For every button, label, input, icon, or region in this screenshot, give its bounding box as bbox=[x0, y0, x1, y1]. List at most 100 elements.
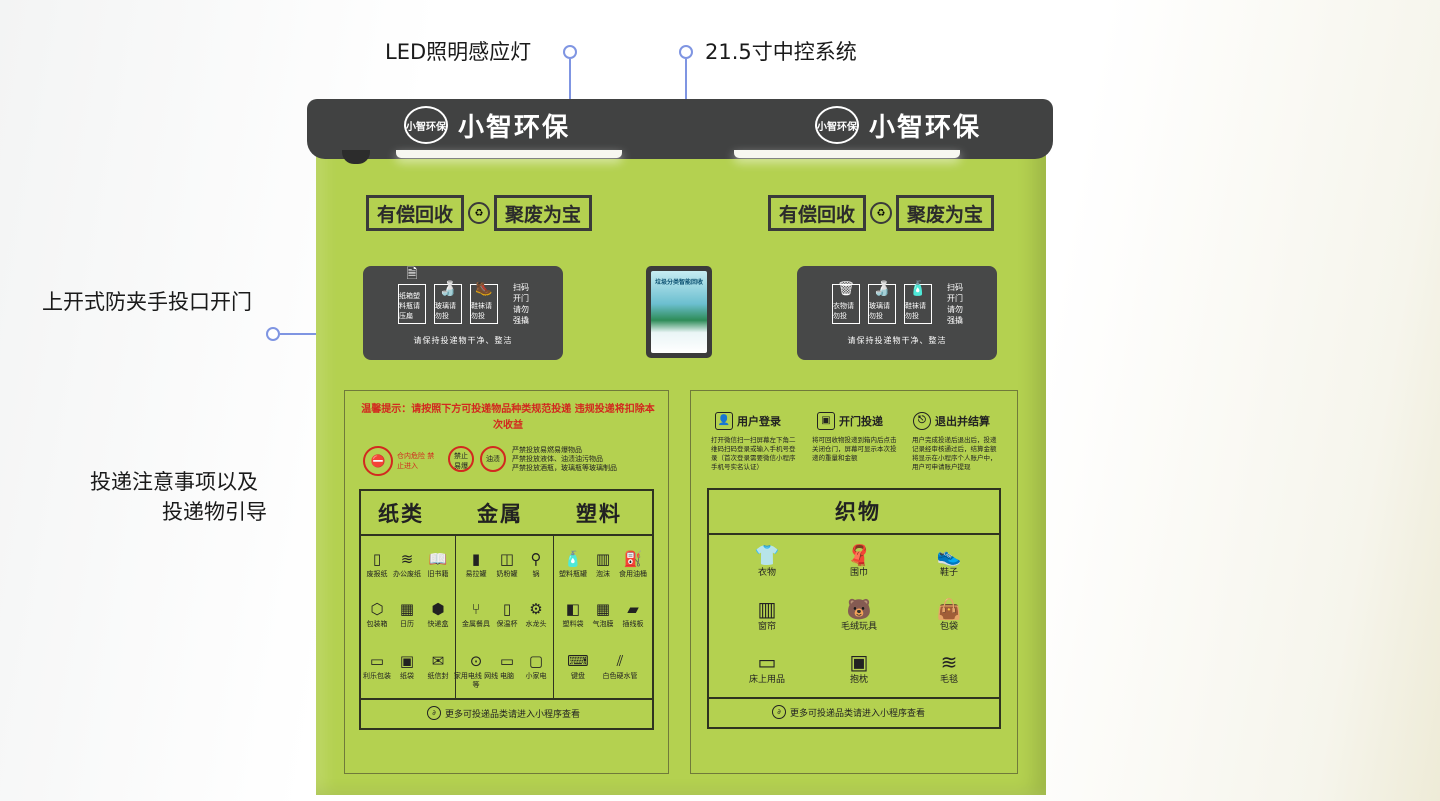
pan-icon: ⚲ bbox=[530, 550, 542, 568]
door-icon: ▣ bbox=[817, 412, 835, 430]
warning-text: 温馨提示：请按照下方可投递物品种类规范投递 违规投递将扣除本次收益 bbox=[361, 404, 655, 431]
item-scarf: 🧣围巾 bbox=[834, 543, 884, 578]
item-shoes: 👟鞋子 bbox=[924, 543, 974, 578]
milk-can-icon: ◫ bbox=[499, 550, 515, 568]
slogan-part: 聚废为宝 bbox=[494, 195, 593, 231]
step-checkout: ⎋ 退出并结算 bbox=[913, 412, 990, 430]
item-bag: 👜包袋 bbox=[924, 597, 974, 632]
slogan-right: 有偿回收 ♻ 聚废为宝 bbox=[768, 195, 995, 231]
can-icon: ▮ bbox=[471, 550, 481, 568]
item-old-books: 📖旧书籍 bbox=[413, 550, 463, 579]
exit-icon: ⎋ bbox=[913, 412, 931, 430]
slot-hint: 请保持投递物干净、整洁 bbox=[413, 336, 513, 345]
brand-logo-icon: 小智环保 bbox=[815, 106, 859, 144]
deposit-slot-left[interactable]: 🗎纸箱塑料瓶请压扁 🍶玻璃请勿投 🥾鞋袜请勿投 扫码开门 请勿强撬 请保持投递物… bbox=[363, 266, 563, 360]
oil-barrel-icon: ⛽ bbox=[623, 550, 643, 568]
brand-left: 小智环保 小智环保 bbox=[404, 106, 570, 144]
led-lamp-right bbox=[734, 150, 960, 158]
slot-vertical-text: 扫码开门 请勿强撬 bbox=[947, 283, 963, 325]
miniprogram-icon: ∂ bbox=[427, 706, 441, 720]
keyboard-icon: ⌨ bbox=[567, 652, 589, 670]
brand-logo-icon: 小智环保 bbox=[404, 106, 448, 144]
step-open-door: ▣ 开门投递 bbox=[817, 412, 883, 430]
item-oil-barrel: ⛽食用油桶 bbox=[608, 550, 658, 579]
box-icon: ⬡ bbox=[370, 600, 384, 618]
control-screen[interactable]: 垃圾分类智能回收 bbox=[646, 266, 712, 358]
led-lamp-left bbox=[396, 150, 622, 158]
item-water-pipe: ⫽白色硬水管 bbox=[595, 652, 645, 681]
bubble-wrap-icon: ▦ bbox=[595, 600, 611, 618]
brand-name: 小智环保 bbox=[458, 112, 571, 143]
screen-text: 垃圾分类智能回收 bbox=[654, 279, 703, 286]
right-info-panel bbox=[690, 390, 1018, 774]
notice-callout-1: 投递注意事项以及 bbox=[90, 470, 258, 494]
recycling-machine-body bbox=[316, 100, 1046, 795]
notice-callout-2: 投递物引导 bbox=[162, 500, 267, 524]
item-clothes: 👕衣物 bbox=[742, 543, 792, 578]
step-checkout-desc: 用户完成投递后退出后，投递记录经审核通过后，结算金额将显示在小程序个人账户中，用… bbox=[912, 436, 997, 471]
pipe-icon: ⫽ bbox=[616, 652, 624, 670]
appliance-icon: ▢ bbox=[528, 652, 544, 670]
no-entry-icon: ⛔ bbox=[363, 446, 393, 476]
category-box-right bbox=[707, 488, 1001, 729]
pillow-icon: ▣ bbox=[849, 650, 869, 674]
no-glass-icon: 🍶玻璃请勿投 bbox=[434, 281, 462, 324]
recycle-icon: ♻ bbox=[468, 202, 491, 224]
slogan-part: 有偿回收 bbox=[366, 195, 465, 231]
item-cable: ⊙家用电线 网线等 bbox=[451, 652, 501, 690]
calendar-icon: ▦ bbox=[399, 600, 415, 618]
deposit-slot-right[interactable]: 🗑衣物请勿投 🍶玻璃请勿投 🧴鞋袜请勿投 扫码开门 请勿强撬 请保持投递物干净、… bbox=[797, 266, 997, 360]
divider bbox=[455, 536, 456, 698]
left-info-panel bbox=[344, 390, 669, 774]
cable-icon: ⊙ bbox=[469, 652, 483, 670]
item-keyboard: ⌨键盘 bbox=[553, 652, 603, 681]
slot-vertical-text: 扫码开门 请勿强撬 bbox=[513, 283, 529, 325]
faucet-icon: ⚙ bbox=[529, 600, 543, 618]
recycle-icon: ♻ bbox=[870, 202, 893, 224]
bag-icon: 👜 bbox=[936, 597, 962, 621]
parcel-icon: ⬢ bbox=[431, 600, 445, 618]
category-paper: 纸类 bbox=[378, 502, 424, 526]
item-can: ▮易拉罐 bbox=[451, 550, 501, 579]
newspaper-icon: ▯ bbox=[372, 550, 382, 568]
more-link-right[interactable]: ∂ 更多可投递品类请进入小程序查看 bbox=[772, 705, 925, 719]
blanket-icon: ≋ bbox=[940, 650, 958, 674]
bottle-icon: 🧴 bbox=[563, 550, 583, 568]
slogan-left: 有偿回收 ♻ 聚废为宝 bbox=[366, 195, 593, 231]
item-computer: ▭电脑 bbox=[482, 652, 532, 681]
category-plastic: 塑料 bbox=[576, 502, 622, 526]
control-callout: 21.5寸中控系统 bbox=[705, 40, 857, 64]
more-link-left[interactable]: ∂ 更多可投递品类请进入小程序查看 bbox=[427, 706, 580, 720]
book-icon: 📖 bbox=[428, 550, 448, 568]
no-glass-icon: 🍶玻璃请勿投 bbox=[868, 281, 896, 324]
door-dot bbox=[266, 327, 280, 341]
shoe-icon: 👟 bbox=[936, 543, 962, 567]
brand-name: 小智环保 bbox=[869, 112, 982, 143]
power-strip-icon: ▰ bbox=[627, 600, 639, 618]
slogan-part: 聚废为宝 bbox=[896, 195, 995, 231]
divider bbox=[707, 533, 1001, 535]
category-metal: 金属 bbox=[477, 502, 523, 526]
brand-right: 小智环保 小智环保 bbox=[815, 106, 981, 144]
item-cutlery: ⑂金属餐具 bbox=[451, 600, 501, 629]
thermos-icon: ▯ bbox=[502, 600, 512, 618]
item-bedding: ▭床上用品 bbox=[742, 650, 792, 685]
no-clothes-icon: 🗑衣物请勿投 bbox=[832, 281, 860, 324]
plastic-bag-icon: ◧ bbox=[565, 600, 581, 618]
item-tetra: ▭利乐包装 bbox=[352, 652, 402, 681]
step-open-door-desc: 将可回收物投递到箱内后点击关闭仓门，屏幕可显示本次投递的重量和金额 bbox=[812, 436, 897, 462]
item-bubble-wrap: ▦气泡膜 bbox=[578, 600, 628, 629]
item-plastic-bag: ◧塑料袋 bbox=[548, 600, 598, 629]
miniprogram-icon: ∂ bbox=[772, 705, 786, 719]
slot-hint: 请保持投递物干净、整洁 bbox=[847, 336, 947, 345]
item-plastic-bottle: 🧴塑料瓶罐 bbox=[548, 550, 598, 579]
rules-list: 严禁投放易燃易爆物品 严禁投放液体、油渍油污物品 严禁投放酒瓶，玻璃瓶等玻璃制品 bbox=[512, 446, 617, 472]
item-appliance: ▢小家电 bbox=[511, 652, 561, 681]
control-dot bbox=[679, 45, 693, 59]
category-textile: 织物 bbox=[835, 500, 881, 524]
item-box: ⬡包装箱 bbox=[352, 600, 402, 629]
led-dot bbox=[563, 45, 577, 59]
item-power-strip: ▰插线板 bbox=[608, 600, 658, 629]
sensor-icon bbox=[342, 150, 370, 164]
item-foam: ▥泡沫 bbox=[578, 550, 628, 579]
